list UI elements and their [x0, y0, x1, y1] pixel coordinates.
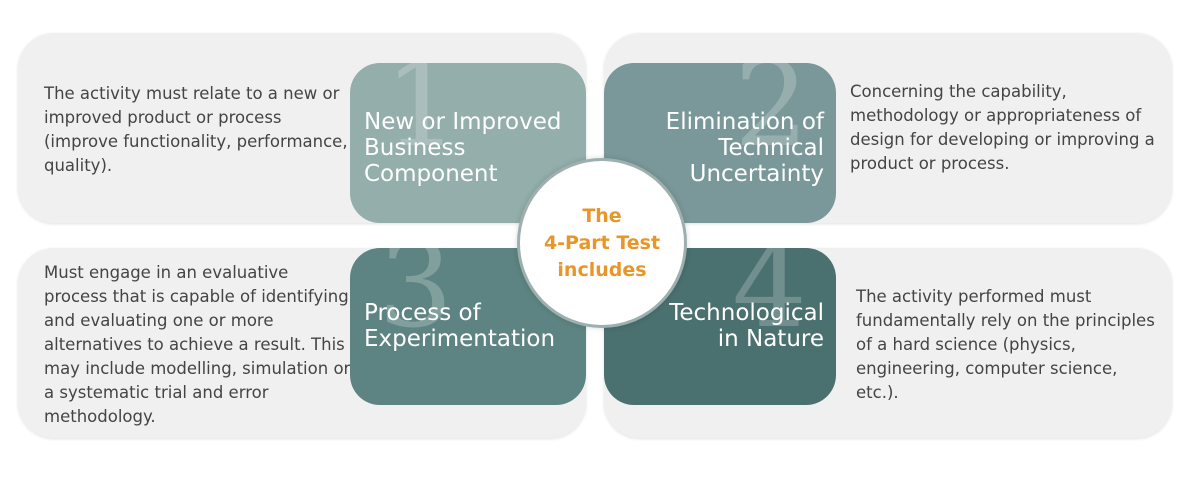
part-4-title: Technological in Nature — [669, 300, 824, 352]
part-4-tile: 4 Technological in Nature — [604, 248, 836, 405]
part-2-description: Concerning the capability, methodology o… — [850, 82, 1155, 173]
part-2-title: Elimination of Technical Uncertainty — [665, 109, 824, 187]
part-3-description: Must engage in an evaluative process tha… — [44, 263, 351, 426]
part-3-number: 3 — [378, 248, 454, 354]
part-3-title: Process of Experimentation — [364, 300, 556, 352]
center-circle: The 4-Part Test includes — [517, 158, 687, 328]
part-2-number: 2 — [734, 63, 810, 173]
part-1-number: 1 — [384, 63, 460, 173]
part-4-number: 4 — [732, 248, 808, 354]
part-4-description: The activity performed must fundamentall… — [856, 287, 1155, 402]
part-1-title: New or Improved Business Component — [364, 109, 562, 187]
part-1-description: The activity must relate to a new or imp… — [44, 84, 348, 175]
center-title: The 4-Part Test includes — [543, 204, 661, 281]
